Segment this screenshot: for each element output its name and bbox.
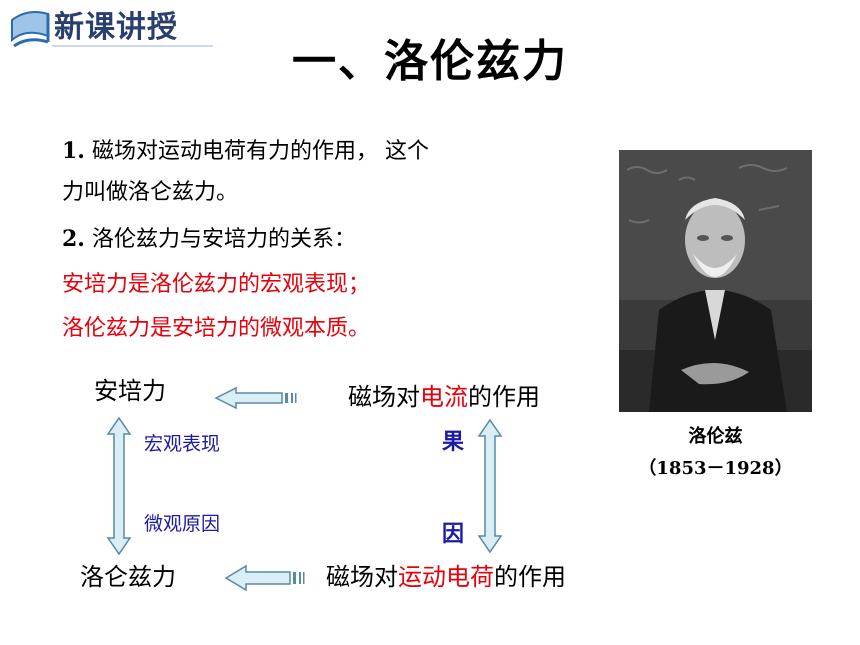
field-charge-highlight: 运动电荷 [398,563,494,591]
header-badge [11,11,213,48]
page-title: 一、洛伦兹力 [292,36,568,87]
arrow-cause-effect-vertical [477,418,503,554]
lorentz-force-label: 洛仑兹力 [80,563,176,591]
red-statement-1: 安培力是洛伦兹力的宏观表现； [62,272,371,297]
field-charge-post: 的作用 [494,563,566,591]
field-current-pre: 磁场对 [348,383,420,411]
arrow-current-to-ampere [214,386,297,410]
point-1-number: 1. [62,138,85,164]
point-1-line-1: 1. 磁场对运动电荷有力的作用， 这个 [62,136,429,167]
point-2-number: 2. [62,226,85,252]
portrait-name: 洛伦兹 [688,426,743,447]
micro-label: 微观原因 [144,513,221,535]
effect-label: 果 [442,430,465,455]
point-1-line-2: 力叫做洛仑兹力。 [62,180,239,205]
field-on-current: 磁场对电流的作用 [348,382,540,412]
point-1-text-a: 磁场对运动电荷有力的作用， 这个 [91,139,429,164]
red-statement-2: 洛伦兹力是安培力的微观本质。 [62,316,371,341]
ampere-force-label: 安培力 [94,377,166,405]
point-2-text: 洛伦兹力与安培力的关系： [91,227,356,252]
macro-label: 宏观表现 [144,433,221,455]
section-header: 新课讲授 [54,10,178,45]
field-on-moving-charge: 磁场对运动电荷的作用 [326,562,566,592]
field-current-highlight: 电流 [420,383,468,411]
arrow-charge-to-lorentz [224,564,305,592]
arrow-ampere-lorentz-vertical [106,416,132,556]
portrait-years: （1853－1928） [638,458,793,479]
cause-label: 因 [442,522,465,547]
book-icon [11,11,50,48]
point-2-line: 2. 洛伦兹力与安培力的关系： [62,224,356,255]
lorentz-portrait [619,150,812,412]
field-charge-pre: 磁场对 [326,563,398,591]
field-current-post: 的作用 [468,383,540,411]
